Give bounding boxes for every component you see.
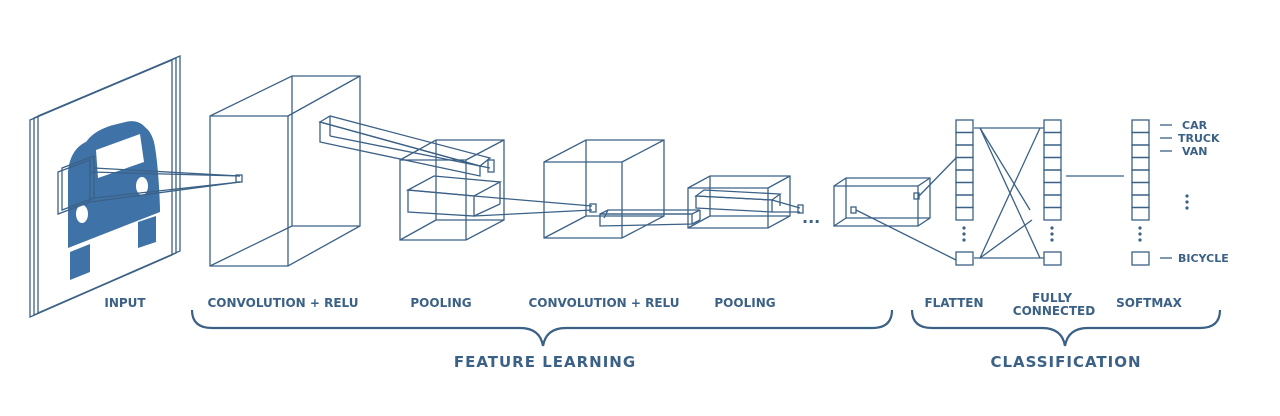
fc-cell: [1043, 156, 1062, 171]
label-connected: CONNECTED: [1013, 304, 1095, 318]
label-fully: FULLY: [1032, 291, 1072, 305]
car-icon: [57, 121, 160, 280]
flatten-cell: [955, 194, 974, 209]
flatten-to-fc-connections: [974, 127, 1044, 259]
label-conv2: CONVOLUTION + RELU: [529, 296, 680, 310]
fc-cell: [1043, 144, 1062, 159]
fc-cell: [1043, 181, 1062, 196]
softmax-vector: [1131, 119, 1150, 266]
softmax-cell: [1131, 194, 1150, 209]
softmax-cell: [1131, 131, 1150, 146]
fc-cell: [1043, 119, 1062, 134]
label-input: INPUT: [104, 296, 146, 310]
output-class-bicycle: BICYCLE: [1178, 252, 1229, 265]
label-pool2: POOLING: [714, 296, 775, 310]
output-class-car: CAR: [1182, 119, 1208, 132]
softmax-last-cell: [1131, 251, 1150, 266]
pool1-volume: [399, 139, 597, 241]
final-volume: [833, 157, 957, 261]
flatten-cell: [955, 119, 974, 134]
flatten-cell: [955, 206, 974, 221]
vertical-ellipses: [962, 194, 1189, 242]
output-class-truck: TRUCK: [1178, 132, 1220, 145]
fc-cell: [1043, 131, 1062, 146]
flatten-cell: [955, 156, 974, 171]
output-class-ticks: [1160, 124, 1172, 259]
flatten-cell: [955, 169, 974, 184]
label-conv1: CONVOLUTION + RELU: [208, 296, 359, 310]
output-class-van: VAN: [1182, 145, 1208, 158]
feature-learning-brace: [190, 309, 894, 347]
fc-cell: [1043, 194, 1062, 209]
softmax-cell: [1131, 119, 1150, 134]
conv2-volume: [543, 139, 701, 239]
label-flatten: FLATTEN: [924, 296, 983, 310]
group-label-feature-learning: FEATURE LEARNING: [454, 353, 636, 371]
conv1-volume: [209, 75, 495, 267]
label-pool1: POOLING: [410, 296, 471, 310]
flatten-cell: [955, 144, 974, 159]
fc-cell: [1043, 206, 1062, 221]
flatten-cell: [955, 181, 974, 196]
fc-last-cell: [1043, 251, 1062, 266]
flatten-last-cell: [955, 251, 974, 266]
pipeline-ellipsis: ...: [802, 208, 820, 227]
softmax-cell: [1131, 144, 1150, 159]
pool2-volume: [687, 175, 804, 229]
softmax-cell: [1131, 206, 1150, 221]
classification-brace: [910, 309, 1222, 347]
fully-connected-vector: [1043, 119, 1062, 266]
group-label-classification: CLASSIFICATION: [990, 353, 1141, 371]
flatten-vector: [955, 119, 974, 266]
fc-cell: [1043, 169, 1062, 184]
input-image: [29, 55, 243, 318]
softmax-cell: [1131, 169, 1150, 184]
flatten-cell: [955, 131, 974, 146]
softmax-cell: [1131, 156, 1150, 171]
label-softmax: SOFTMAX: [1116, 296, 1182, 310]
softmax-cell: [1131, 181, 1150, 196]
